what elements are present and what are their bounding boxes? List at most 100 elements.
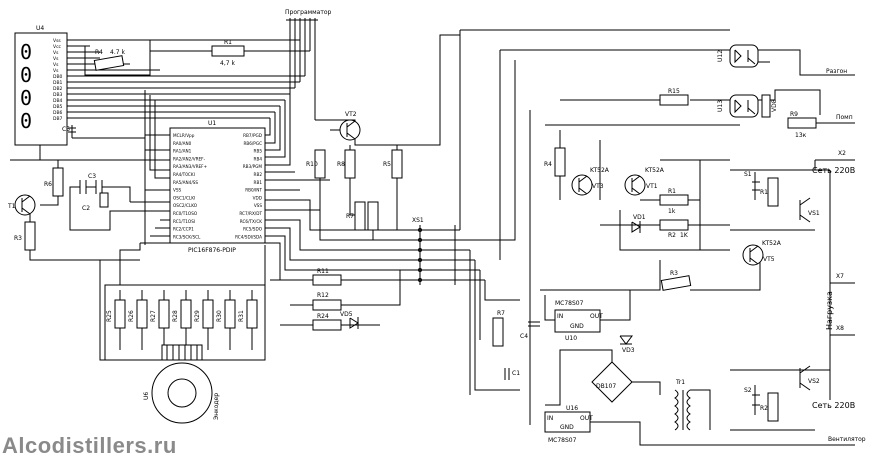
resistor-r15: R15 xyxy=(659,88,689,106)
disp-pin-0: Vss xyxy=(53,38,61,44)
programmer-label: Программатор xyxy=(285,9,332,16)
optocoupler-u12: U12 xyxy=(717,44,855,76)
svg-text:VD3: VD3 xyxy=(622,347,635,354)
svg-text:OUT: OUT xyxy=(590,313,603,320)
disp-pin-11: DB5 xyxy=(53,104,63,110)
svg-text:R11: R11 xyxy=(317,268,329,275)
c5-label: C5 xyxy=(62,126,70,133)
output-pump: Помп xyxy=(836,114,853,121)
resistor-row-item xyxy=(202,299,214,329)
svg-text:R2: R2 xyxy=(760,405,768,412)
svg-text:KT52A: KT52A xyxy=(590,167,610,174)
regulator-2: MC78S07 GND IN OUT U16 xyxy=(544,405,855,446)
mcu-right-pin: RC6/TX/CK xyxy=(240,219,262,224)
programmer-connector: Программатор xyxy=(285,9,332,120)
resistor-r7-right: R7 xyxy=(492,310,505,347)
mcu-u1: U1 PIC16F876-PDIP MCLR/VppRA0/AN0RA1/AN1… xyxy=(169,120,266,254)
capacitor-c4: C4 xyxy=(520,321,540,340)
svg-text:R5: R5 xyxy=(383,161,391,168)
svg-text:T1: T1 xyxy=(7,203,16,210)
svg-text:C4: C4 xyxy=(520,333,528,340)
svg-text:U12: U12 xyxy=(717,50,724,62)
svg-text:Энкодер: Энкодер xyxy=(213,393,220,420)
svg-text:KT52A: KT52A xyxy=(762,240,782,247)
svg-text:VT3: VT3 xyxy=(592,183,604,190)
resistor-r12: R12 xyxy=(290,269,420,311)
resistor-r7-left: R7 xyxy=(346,201,379,240)
diode-vd5: VD5 xyxy=(340,311,359,329)
mcu-right-pin: RC4/SDI/SDA xyxy=(235,234,262,239)
resistor-row-label: R25 xyxy=(106,310,113,322)
resistor-row-label: R26 xyxy=(128,310,135,322)
output-fan: Вентилятор xyxy=(828,436,866,443)
seven-segment-display: U4 0 0 0 0 Vss Vcc Vs Vs Vs Vs DB0 DB1 D… xyxy=(10,25,305,161)
digit-2: 0 xyxy=(20,63,32,87)
svg-text:IN: IN xyxy=(547,415,553,422)
resistor-row-label: R31 xyxy=(238,310,245,322)
resistor-row-item xyxy=(224,299,236,329)
mcu-label: U1 xyxy=(208,120,216,127)
svg-text:4,7 k: 4,7 k xyxy=(220,60,235,67)
svg-text:U10: U10 xyxy=(565,335,577,342)
connector-left-label: XS1 xyxy=(412,217,424,224)
mcu-right-pin: RC5/SDO xyxy=(243,227,263,232)
resistor-r24: R24 xyxy=(280,313,380,331)
resistor-r6: R6 xyxy=(40,160,64,206)
svg-text:R8: R8 xyxy=(337,161,345,168)
resistor-row-item xyxy=(246,299,258,329)
svg-text:R6: R6 xyxy=(44,181,52,188)
bus-wires xyxy=(420,229,485,281)
resistor-r4-left: R4 4.7 k xyxy=(84,40,151,76)
disp-pin-10: DB4 xyxy=(53,98,63,104)
mcu-right-pin: RB4 xyxy=(254,156,263,161)
resistor-row-item xyxy=(158,299,170,329)
transistor-t1: T1 xyxy=(7,194,36,230)
mcu-right-pin: VSS xyxy=(254,203,263,208)
disp-pin-9: DB3 xyxy=(53,92,63,98)
resistor-r1-left: R1 4,7 k xyxy=(150,39,310,67)
svg-text:S2: S2 xyxy=(744,387,752,394)
svg-text:R1: R1 xyxy=(668,188,676,195)
svg-text:R15: R15 xyxy=(668,88,680,95)
svg-text:IN: IN xyxy=(557,313,563,320)
diode-vd1: VD1 xyxy=(631,214,646,233)
resistor-r1-right: R1 1k xyxy=(640,188,700,215)
svg-text:R1: R1 xyxy=(224,39,232,46)
display-label: U4 xyxy=(36,25,44,32)
resistor-row-label: R29 xyxy=(194,310,201,322)
mcu-part: PIC16F876-PDIP xyxy=(188,247,236,254)
mcu-left-pin: RA4/T0CKI xyxy=(173,172,195,177)
mcu-right-pin: RB7/PGD xyxy=(243,133,262,138)
resistor-row-label: R27 xyxy=(150,310,157,322)
resistor-row-item xyxy=(136,299,148,329)
resistor-r3-right: R3 xyxy=(660,270,692,291)
output-razgon: Разгон xyxy=(826,68,847,75)
svg-text:MC78S07: MC78S07 xyxy=(548,437,577,444)
svg-text:1k: 1k xyxy=(668,208,676,215)
encoder-u6: U6 Энкодер xyxy=(143,344,220,424)
svg-text:VD8: VD8 xyxy=(771,99,778,112)
mcu-left-pin: RC0/T1OSO xyxy=(173,211,198,216)
resistor-row-label: R28 xyxy=(172,310,179,322)
digit-4: 0 xyxy=(20,109,32,133)
mcu-left-pin: RA5/AN4/SS xyxy=(173,180,198,185)
resistor-row-item xyxy=(114,299,126,329)
transformer-tr1: Tr1 xyxy=(674,379,711,431)
resistor-r11: R11 xyxy=(270,268,420,286)
mcu-left-pin: MCLR/Vpp xyxy=(173,133,195,138)
svg-text:R3: R3 xyxy=(670,270,678,277)
mcu-left-pin: OSC1/CLKI xyxy=(173,195,195,200)
transistor-vt2: VT2 xyxy=(315,34,460,146)
svg-text:R4: R4 xyxy=(544,161,552,168)
svg-text:R7: R7 xyxy=(346,213,354,220)
mcu-left-pin: VSS xyxy=(173,188,182,193)
svg-text:R9: R9 xyxy=(790,111,798,118)
svg-text:U6: U6 xyxy=(143,392,150,400)
mcu-right-pin: RB2 xyxy=(254,172,263,177)
disp-pin-13: DB7 xyxy=(53,116,63,122)
resistor-r3-left: R3 xyxy=(14,221,140,261)
resistor-r4-right: R4 xyxy=(544,147,566,177)
